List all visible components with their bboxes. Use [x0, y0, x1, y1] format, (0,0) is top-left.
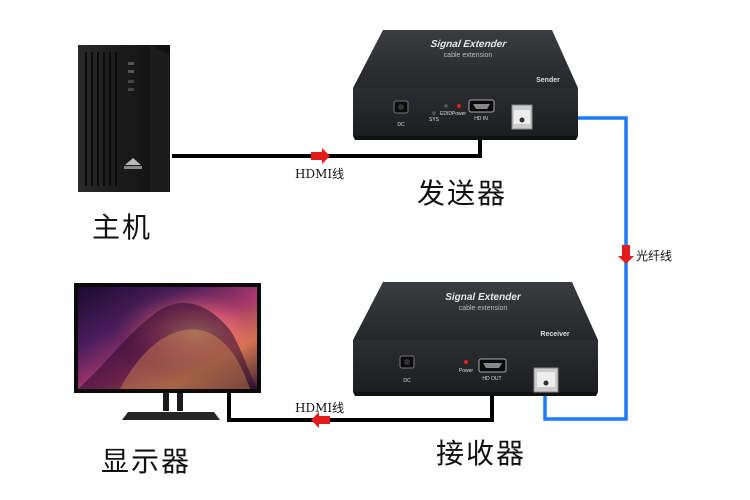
receiver-title: Signal Extender: [445, 292, 522, 303]
arrow-right-icon: [311, 148, 330, 164]
sender-port-dc: DC: [397, 122, 405, 128]
hdmi-cable-top: [172, 134, 482, 158]
sender-port-hdmi: HD IN: [474, 116, 488, 122]
receiver-role: Receiver: [540, 331, 569, 338]
receiver-port-dc: DC: [403, 378, 411, 384]
receiver-subtitle: cable extension: [459, 305, 508, 312]
sender-title: Signal Extender: [430, 39, 508, 50]
arrow-left-icon: [311, 412, 330, 428]
monitor: [74, 283, 261, 420]
display-label: 显示器: [101, 445, 192, 478]
sender-label: 发送器: [417, 177, 508, 210]
receiver-device: [353, 282, 598, 396]
host-label: 主机: [92, 211, 153, 244]
receiver-top-labels: Signal Extender cable extension Receiver: [445, 292, 570, 338]
hdmi-cable-bottom: [227, 384, 494, 422]
sender-port-edid: EDID: [440, 111, 452, 117]
fiber-label: 光纤线: [636, 249, 673, 263]
sender-role: Sender: [536, 77, 560, 84]
sender-port-power: Power: [452, 111, 467, 117]
receiver-label: 接收器: [436, 437, 527, 470]
sender-subtitle: cable extension: [444, 52, 493, 59]
hdmi-label-bottom: HDMI线: [295, 401, 345, 415]
receiver-port-labels: DC Power HD OUT: [403, 368, 501, 384]
hdmi-label-top: HDMI线: [295, 167, 345, 181]
receiver-port-power: Power: [459, 368, 474, 374]
fiber-cable: [532, 116, 628, 421]
receiver-port-hdmi: HD OUT: [482, 376, 501, 382]
sender-port-labels: DC SYS EDID Power HD IN: [397, 111, 488, 128]
arrow-down-icon: [618, 245, 634, 264]
pc-tower: [78, 45, 170, 192]
sender-top-labels: Signal Extender cable extension Sender: [430, 39, 560, 84]
sender-device: [353, 30, 578, 140]
sender-port-sys: SYS: [429, 117, 440, 123]
